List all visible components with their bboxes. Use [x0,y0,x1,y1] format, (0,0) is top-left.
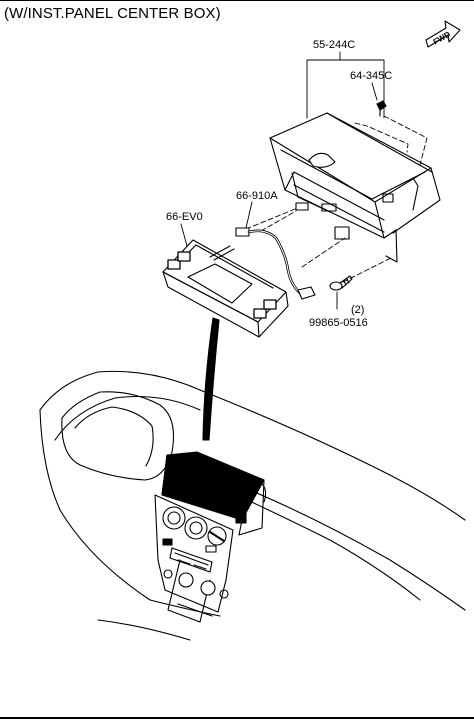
top-border [0,0,474,1]
part-label-55-244C: 55-244C [313,39,355,51]
part-label-99865-0516: 99865-0516 [309,317,368,329]
part-label-64-345C: 64-345C [350,70,392,82]
wire-harness [235,227,316,300]
diagram-title: (W/INST.PANEL CENTER BOX) [4,5,221,22]
clip-part [376,100,387,117]
vehicle-dashboard [39,370,466,641]
display-unit [162,239,289,338]
bottom-border [0,717,474,719]
center-box [269,112,441,263]
part-label-66-EV0: 66-EV0 [166,211,203,223]
screw-part [329,275,353,291]
part-label-66-910A: 66-910A [236,190,278,202]
leader-lines [180,51,385,310]
location-pointer [202,317,220,441]
fwd-arrow-icon: FWD [425,20,461,48]
part-qty-99865-0516: (2) [351,304,364,316]
